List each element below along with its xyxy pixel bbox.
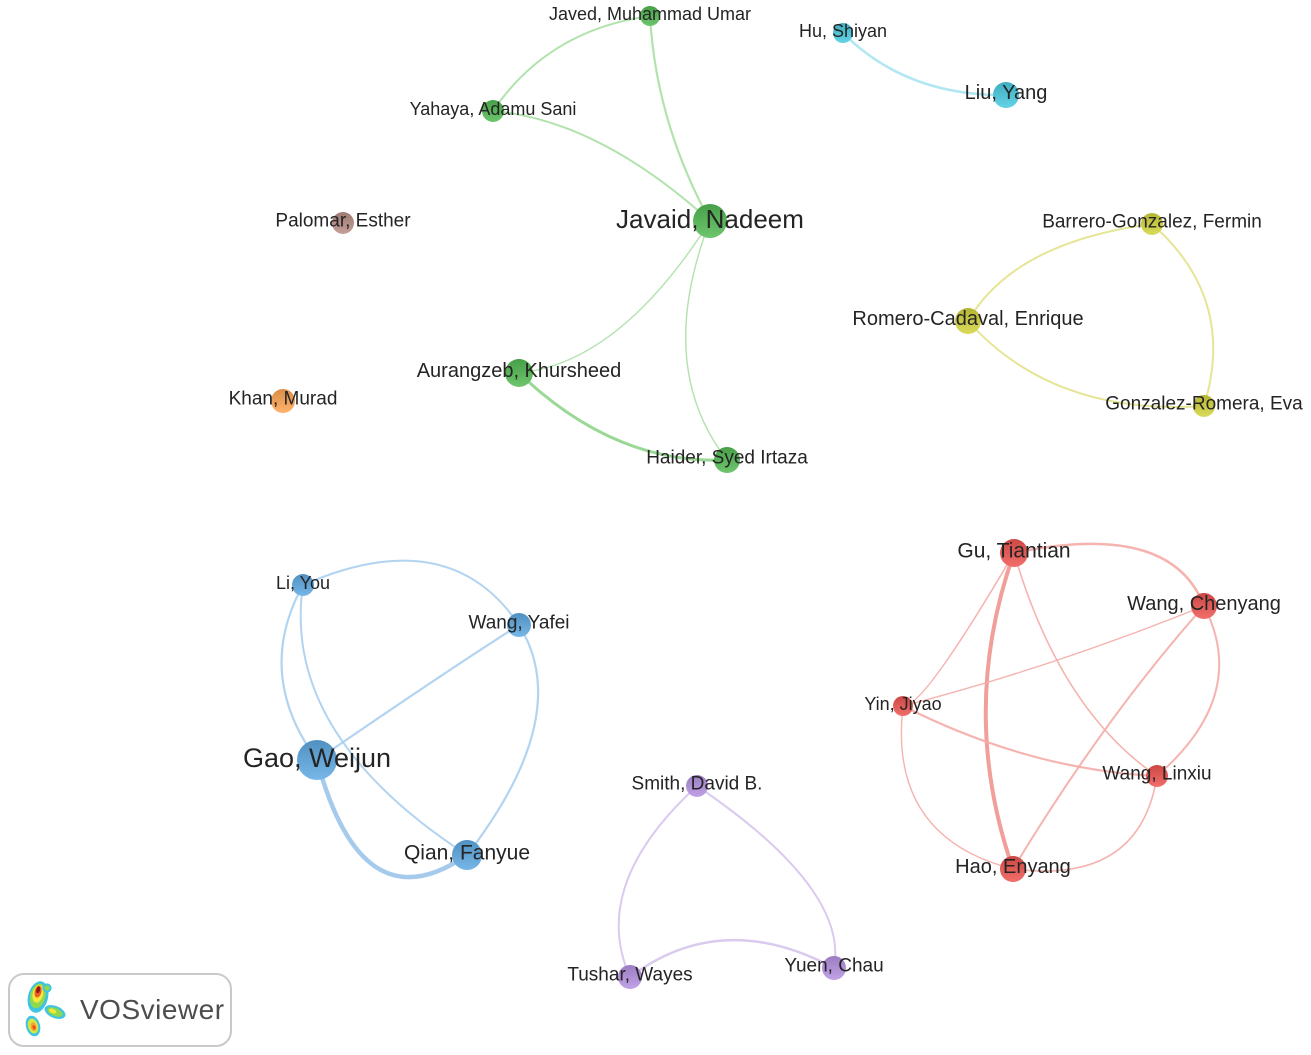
edge-gu-yin [902,552,1015,707]
node-eva[interactable] [1193,395,1215,417]
node-label-tushar: Tushar, Wayes [567,965,692,986]
vosviewer-logo-label: VOSviewer [80,994,225,1025]
edge-smith-tushar [617,785,698,978]
node-aurangzeb[interactable] [505,359,533,387]
node-gao[interactable] [297,740,337,780]
node-haider[interactable] [714,447,740,473]
edge-li-qian [299,584,468,856]
edge-javaid-haider [685,220,728,461]
node-hu[interactable] [833,23,853,43]
node-label-hu: Hu, Shiyan [799,21,887,41]
edge-gao-qian [314,757,470,880]
node-hao[interactable] [1000,856,1026,882]
edge-wangyafei-qian [465,623,540,857]
node-label-yuen: Yuen, Chau [784,956,883,977]
node-label-liu: Liu, Yang [965,82,1048,104]
node-gu[interactable] [1000,539,1028,567]
node-label-khan: Khan, Murad [229,389,338,410]
edge-chenyang-linxiu [1156,605,1221,777]
node-qian[interactable] [452,840,482,870]
edge-javaid-aurangzeb [518,220,711,374]
edge-javed-yahaya [492,15,651,112]
edge-gu-linxiu [1013,552,1158,777]
node-wangyafei[interactable] [507,613,531,637]
vosviewer-logo-icon [25,981,66,1037]
edge-li-wangyafei [302,559,520,626]
node-linxiu[interactable] [1146,765,1168,787]
node-label-gu: Gu, Tiantian [957,540,1070,563]
edge-gu-hao [983,551,1016,871]
edge-barrero-eva [1151,223,1215,407]
node-javaid[interactable] [693,204,727,238]
node-label-haider: Haider, Syed Irtaza [646,448,808,469]
node-label-javaid: Javaid, Nadeem [616,204,804,234]
edge-javed-javaid [648,14,712,223]
edges-layer [280,14,1221,979]
edge-romero-eva [967,320,1205,408]
edge-wangyafei-gao [315,623,521,762]
edge-barrero-romero [967,223,1153,322]
edge-smith-yuen [696,785,837,969]
edge-tushar-yuen [628,938,836,979]
node-javed[interactable] [640,6,660,26]
edge-chenyang-hao [1012,605,1205,870]
node-label-qian: Qian, Fanyue [404,842,530,865]
edge-yin-hao [900,705,1014,870]
node-chenyang[interactable] [1191,593,1217,619]
node-label-romero: Romero-Cadaval, Enrique [852,308,1083,330]
edge-yahaya-javaid [492,110,711,222]
node-label-wangyafei: Wang, Yafei [468,613,569,634]
edge-gu-chenyang [1012,542,1206,608]
node-khan[interactable] [271,389,295,413]
edge-aurangzeb-haider [517,371,729,462]
edge-yin-linxiu [901,704,1159,778]
node-label-aurangzeb: Aurangzeb, Khursheed [417,360,622,382]
node-li[interactable] [292,574,314,596]
edge-chenyang-yin [902,605,1205,707]
node-yahaya[interactable] [482,100,504,122]
node-label-li: Li, You [276,573,330,593]
nodes-layer [271,6,1217,989]
edge-hu-liu [841,31,1008,97]
node-label-smith: Smith, David B. [632,774,763,795]
edge-li-gao [280,583,319,762]
node-barrero[interactable] [1141,213,1163,235]
node-liu[interactable] [993,82,1019,108]
node-label-yin: Yin, Jiyao [864,694,941,714]
node-label-yahaya: Yahaya, Adamu Sani [410,99,577,119]
edge-linxiu-hao [1012,775,1158,872]
node-label-barrero: Barrero-Gonzalez, Fermin [1042,212,1262,233]
node-label-gao: Gao, Weijun [243,743,391,773]
node-smith[interactable] [686,775,708,797]
node-palomar[interactable] [332,212,354,234]
node-label-javed: Javed, Muhammad Umar [549,4,751,24]
node-label-chenyang: Wang, Chenyang [1127,593,1281,615]
node-label-linxiu: Wang, Linxiu [1102,764,1211,785]
node-label-palomar: Palomar, Esther [275,211,411,232]
vosviewer-watermark: VOSviewer [8,973,232,1047]
node-romero[interactable] [955,308,981,334]
node-yin[interactable] [893,696,913,716]
node-yuen[interactable] [822,956,846,980]
node-label-hao: Hao, Enyang [955,856,1071,878]
node-tushar[interactable] [618,965,642,989]
node-label-eva: Gonzalez-Romera, Eva [1105,394,1303,415]
